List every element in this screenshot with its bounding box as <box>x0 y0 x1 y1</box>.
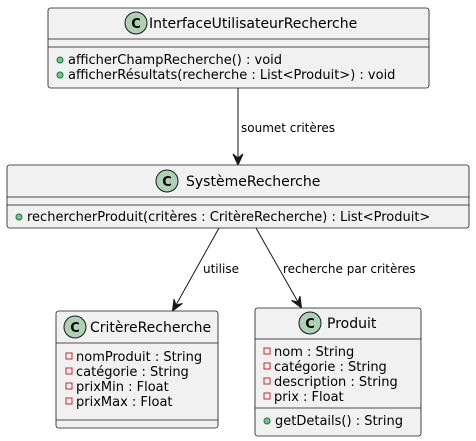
attribute-text: nom : String <box>274 345 354 360</box>
relation-line <box>175 227 220 306</box>
private-visibility-icon <box>65 367 73 375</box>
relation-recherche-par-criteres: recherche par critères <box>255 227 416 310</box>
attribute-text: prix : Float <box>274 390 344 405</box>
attribute-text: description : String <box>274 375 398 390</box>
relation-utilise: utilise <box>171 227 239 313</box>
attribute-text: catégorie : String <box>76 365 189 380</box>
attribute-row: nomProduit : String <box>65 350 202 365</box>
attribute-row: nom : String <box>263 345 354 360</box>
attribute-row: prixMin : Float <box>65 380 169 395</box>
class-c-circle <box>298 311 322 335</box>
arrowhead <box>291 295 303 310</box>
arrowhead <box>171 298 183 313</box>
class-c-circle <box>155 169 179 193</box>
attribute-row: prix : Float <box>263 390 344 405</box>
attribute-text: catégorie : String <box>274 360 387 375</box>
class-icon: C <box>155 169 179 193</box>
class-icon: C <box>298 311 322 335</box>
attribute-row: catégorie : String <box>65 365 189 380</box>
relation-line <box>255 227 299 303</box>
class-c-letter: C <box>70 321 80 336</box>
class-critere-recherche[interactable]: C CritèreRecherche nomProduit : String c… <box>55 310 219 429</box>
arrowhead <box>232 153 244 167</box>
method-text: afficherChampRecherche() : void <box>68 53 282 68</box>
class-c-letter: C <box>131 17 141 32</box>
relation-soumet-criteres: soumet critères <box>232 88 335 167</box>
class-c-letter: C <box>162 175 172 190</box>
attribute-row: description : String <box>263 375 398 390</box>
method-row: getDetails() : String <box>263 414 403 429</box>
attribute-row: catégorie : String <box>263 360 387 375</box>
attribute-text: nomProduit : String <box>76 350 202 365</box>
relation-label: soumet critères <box>241 121 335 135</box>
method-text: rechercherProduit(critères : CritèreRech… <box>27 210 430 225</box>
attribute-text: prixMin : Float <box>76 380 169 395</box>
class-interface-utilisateur-recherche[interactable]: C InterfaceUtilisateurRecherche afficher… <box>47 7 430 89</box>
class-box <box>55 310 219 429</box>
public-visibility-icon <box>56 56 64 64</box>
class-c-letter: C <box>305 317 315 332</box>
method-text: afficherRésultats(recherche : List<Produ… <box>68 68 395 83</box>
class-box <box>6 164 470 229</box>
method-row: afficherRésultats(recherche : List<Produ… <box>56 68 395 83</box>
class-produit[interactable]: C Produit nom : String catégorie : Strin… <box>254 307 422 437</box>
method-text: getDetails() : String <box>275 414 403 429</box>
attribute-row: prixMax : Float <box>65 395 173 410</box>
public-visibility-icon <box>263 417 271 425</box>
method-row: rechercherProduit(critères : CritèreRech… <box>15 210 430 225</box>
private-visibility-icon <box>263 392 271 400</box>
private-visibility-icon <box>65 397 73 405</box>
class-name: Produit <box>327 316 377 332</box>
class-c-circle <box>63 315 87 339</box>
private-visibility-icon <box>263 347 271 355</box>
private-visibility-icon <box>263 362 271 370</box>
public-visibility-icon <box>56 71 64 79</box>
relation-label: utilise <box>203 262 239 276</box>
attribute-text: prixMax : Float <box>76 395 173 410</box>
class-name: CritèreRecherche <box>90 320 211 336</box>
class-systeme-recherche[interactable]: C SystèmeRecherche rechercherProduit(cri… <box>6 164 470 229</box>
class-icon: C <box>124 11 148 35</box>
private-visibility-icon <box>65 382 73 390</box>
class-icon: C <box>63 315 87 339</box>
method-row: afficherChampRecherche() : void <box>56 53 282 68</box>
class-name: InterfaceUtilisateurRecherche <box>149 16 357 32</box>
private-visibility-icon <box>263 377 271 385</box>
private-visibility-icon <box>65 352 73 360</box>
class-name: SystèmeRecherche <box>186 174 320 190</box>
public-visibility-icon <box>15 213 23 221</box>
relation-label: recherche par critères <box>283 262 416 276</box>
class-box <box>254 307 422 437</box>
class-c-circle <box>124 11 148 35</box>
